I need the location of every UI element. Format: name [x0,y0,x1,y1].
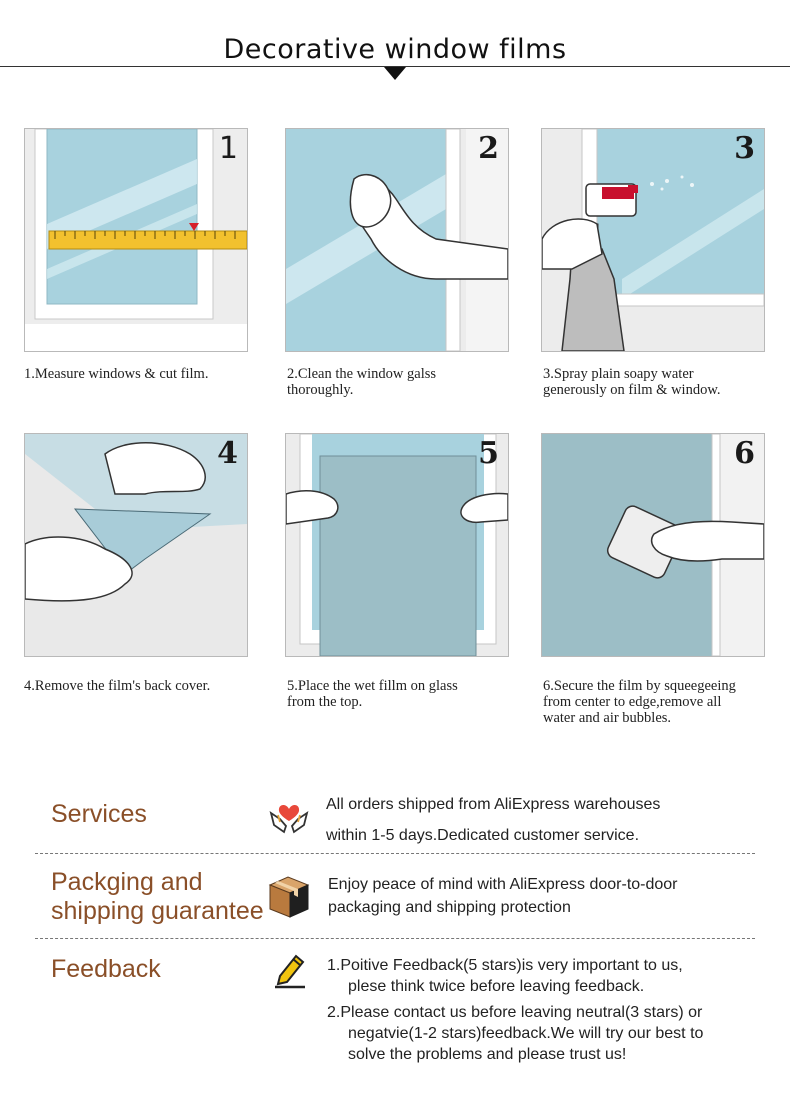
step-number: 6 [734,436,755,471]
feedback-text: 1.Poitive Feedback(5 stars)is very impor… [327,957,704,1063]
step-5-caption: 5.Place the wet fillm on glass from the … [287,678,458,710]
feedback-title: Feedback [51,955,161,983]
step-number: 3 [734,131,755,166]
services-title: Services [51,800,147,828]
step-3-caption: 3.Spray plain soapy water generously on … [543,366,721,398]
heart-hands-icon [268,795,310,842]
package-box-icon [266,871,312,926]
step-number: 4 [217,436,238,471]
divider [35,853,755,854]
step-5-illustration: 5 [285,433,509,657]
step-1-illustration: 1 [24,128,248,352]
clean-window-drawing [286,129,508,351]
step-2-caption: 2.Clean the window galss thoroughly. [287,366,437,398]
down-arrow-icon [384,67,406,80]
step-number: 5 [478,436,499,471]
step-number: 1 [218,131,238,166]
page-title: Decorative window films [223,34,567,65]
peel-film-drawing [25,434,247,656]
place-film-drawing [286,434,508,656]
step-4-caption: 4.Remove the film's back cover. [24,678,211,694]
step-3-illustration: 3 [541,128,765,352]
step-number: 2 [478,131,499,166]
packaging-title: Packging and shipping guarantee [51,868,264,925]
step-4-illustration: 4 [24,433,248,657]
services-text: All orders shipped from AliExpress wareh… [326,796,661,844]
packaging-text: Enjoy peace of mind with AliExpress door… [328,876,678,916]
step-2-illustration: 2 [285,128,509,352]
measure-window-drawing [25,129,247,351]
squeegee-drawing [542,434,764,656]
title-divider [0,66,790,67]
spray-bottle-drawing [542,129,764,351]
step-6-caption: 6.Secure the film by squeegeeing from ce… [543,678,736,726]
step-1-caption: 1.Measure windows & cut film. [24,366,209,382]
pencil-edit-icon [272,950,308,995]
divider [35,938,755,939]
step-6-illustration: 6 [541,433,765,657]
